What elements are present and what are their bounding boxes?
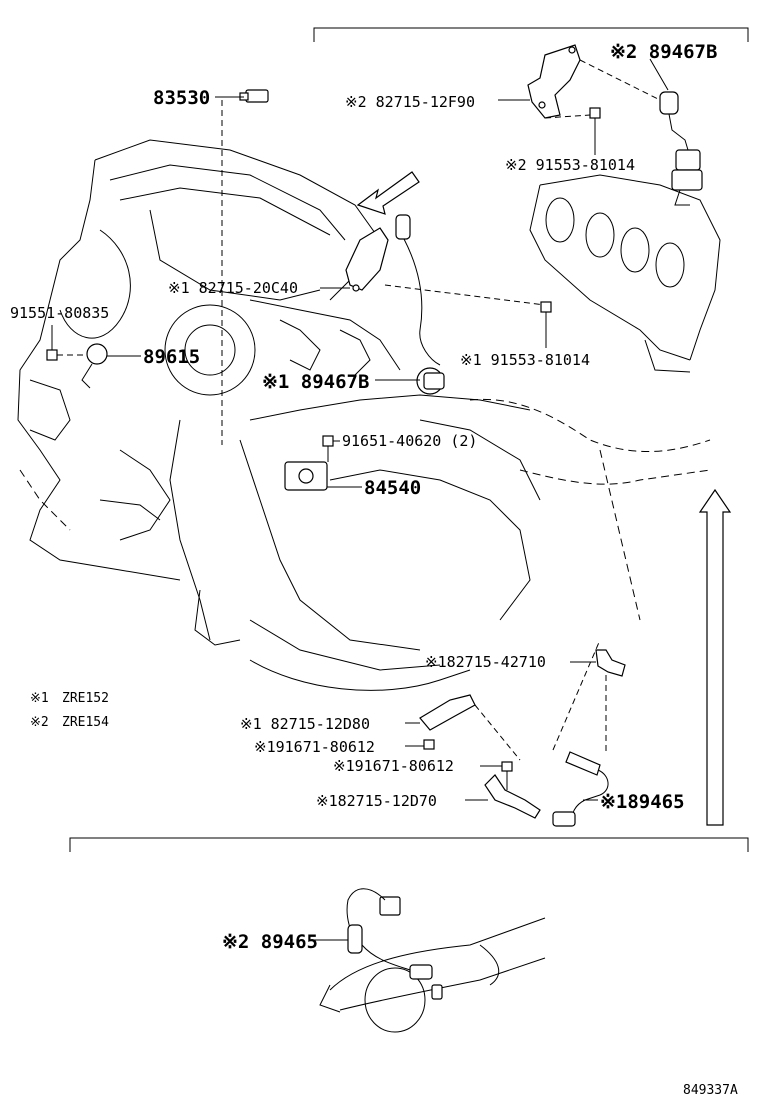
oxygen-sensor-2-part <box>346 888 443 1000</box>
oil-pressure-switch-part <box>239 89 269 103</box>
legend-code-2: ZRE154 <box>62 715 109 730</box>
bracket-12d70-part <box>484 774 541 819</box>
label-91671-a: ※191671-80612 <box>254 738 375 756</box>
exhaust-manifold-illustration <box>529 174 721 373</box>
bracket-20c40-part <box>345 227 389 292</box>
label-91553-top: ※2 91553-81014 <box>505 156 635 174</box>
label-82715-20c40: ※1 82715-20C40 <box>168 279 298 297</box>
label-82715-42710: ※182715-42710 <box>425 653 546 671</box>
section-frame-top <box>313 27 749 42</box>
label-89465-2: ※2 89465 <box>222 931 318 953</box>
diagram-id: 849337A <box>683 1083 738 1098</box>
label-89615: 89615 <box>143 346 200 368</box>
label-91671-b: ※191671-80612 <box>333 757 454 775</box>
engine-assembly-illustration <box>17 139 711 691</box>
label-91553-mid: ※1 91553-81014 <box>460 351 590 369</box>
legend-code-1: ZRE152 <box>62 691 109 706</box>
bolt-91671-a-part <box>423 739 435 750</box>
section-frame-bottom <box>69 837 749 852</box>
air-fuel-sensor-top-part <box>659 91 703 206</box>
bolt-91553-mid-part <box>540 301 552 348</box>
air-fuel-sensor-mid-part <box>395 214 445 395</box>
label-82715-12d80: ※1 82715-12D80 <box>240 715 370 733</box>
label-83530: 83530 <box>153 87 210 109</box>
label-91551: 91551-80835 <box>10 304 109 322</box>
model-legend: ※1 ZRE152 ※2 ZRE154 <box>30 691 109 730</box>
bracket-12d80-part <box>419 694 476 731</box>
label-82715-12d70: ※182715-12D70 <box>316 792 437 810</box>
label-84540: 84540 <box>364 477 421 499</box>
neutral-switch-part <box>284 461 328 491</box>
bracket-42710-part <box>595 649 626 677</box>
knock-sensor-part <box>81 343 108 389</box>
oxygen-sensor-1-part <box>552 751 609 827</box>
bolt-91551-part <box>46 325 58 361</box>
label-82715-12f90: ※2 82715-12F90 <box>345 93 475 111</box>
label-91651: 91651-40620 (2) <box>342 432 477 450</box>
label-89465-1: ※189465 <box>600 791 685 813</box>
bolt-91671-b-part <box>501 761 513 790</box>
legend-mark-2: ※2 <box>30 715 49 730</box>
legend-mark-1: ※1 <box>30 691 49 706</box>
airflow-arrow-icon <box>356 171 420 215</box>
up-arrow-icon <box>698 488 732 826</box>
bolt-91553-top-part <box>589 107 601 155</box>
label-89467b-top: ※2 89467B <box>610 41 717 63</box>
bracket-12f90-part <box>527 44 581 119</box>
exhaust-pipe-illustration <box>319 917 546 1033</box>
label-89467b-mid: ※1 89467B <box>262 371 369 393</box>
bolt-91651-part <box>322 435 334 462</box>
